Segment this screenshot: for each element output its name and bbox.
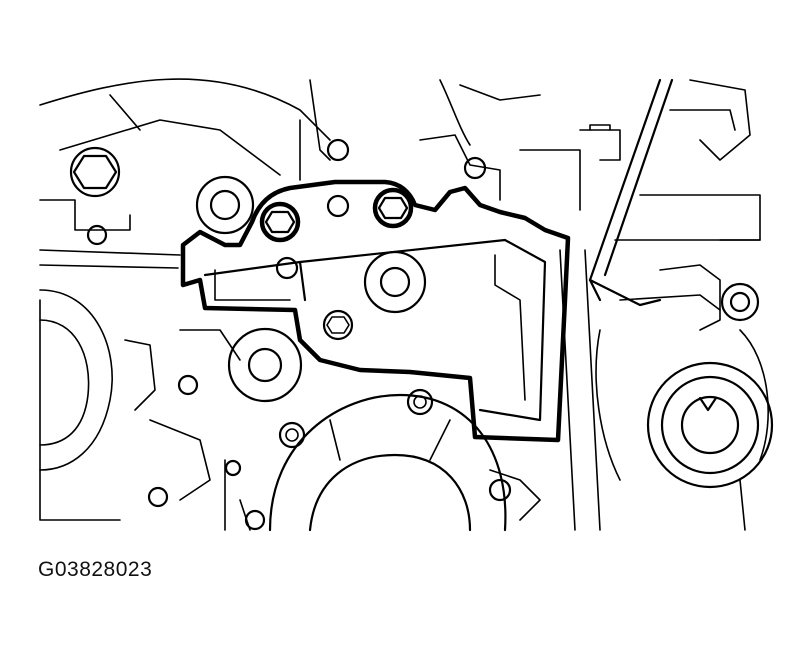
engine-mount-bracket [180, 179, 571, 443]
tensioner-bolt [659, 264, 760, 331]
engine-block-outline [39, 78, 769, 531]
small-bolts [86, 138, 487, 531]
left-pulley [39, 289, 156, 471]
idler-pulley-upper [195, 175, 255, 235]
figure-code-label: G03828023 [38, 558, 153, 581]
idler-pulley-middle [227, 327, 303, 403]
camshaft-sprocket-right [646, 361, 774, 489]
hex-bolt-upper-left [69, 146, 121, 198]
engine-line-drawing [39, 78, 774, 532]
timing-belt-line [588, 78, 674, 307]
water-pump-pulley [268, 388, 512, 532]
